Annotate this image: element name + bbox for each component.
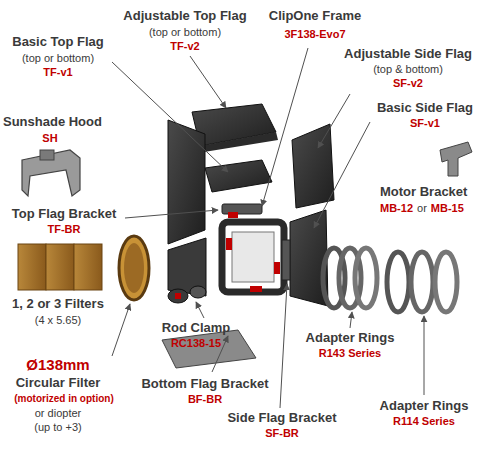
part-code: TF-v2 <box>170 40 199 53</box>
part-code: SF-BR <box>265 427 299 440</box>
part-name: Top Flag Bracket <box>12 206 117 222</box>
part-name: Adapter Rings <box>306 330 395 346</box>
part-note: (top or bottom) <box>22 52 94 65</box>
part-name: Basic Side Flag <box>377 100 473 116</box>
part-code: TF-BR <box>48 223 81 236</box>
part-code: MB-12 <box>380 202 413 215</box>
part-code: SH <box>42 132 57 145</box>
part-name: Adapter Rings <box>380 398 469 414</box>
part-code: SF-v2 <box>393 77 423 90</box>
part-name: Motor Bracket <box>380 184 467 200</box>
part-name: Basic Top Flag <box>12 34 104 50</box>
part-note: (4 x 5.65) <box>35 314 81 327</box>
part-code: 3F138-Evo7 <box>284 28 345 41</box>
part-note: (up to +3) <box>34 421 81 434</box>
part-code: TF-v1 <box>43 66 72 79</box>
part-note: (top & bottom) <box>373 63 443 76</box>
part-name: 1, 2 or 3 Filters <box>12 296 104 312</box>
part-size: Ø138mm <box>26 356 89 374</box>
part-code: R143 Series <box>319 347 381 360</box>
part-code: MB-15 <box>431 202 464 215</box>
part-name: Sunshade Hood <box>3 114 102 130</box>
part-code: BF-BR <box>188 393 222 406</box>
part-name: ClipOne Frame <box>269 8 361 24</box>
part-note: or <box>417 202 427 215</box>
part-code: RC138-15 <box>171 337 221 350</box>
part-code: R114 Series <box>393 415 455 428</box>
part-note: (motorized in option) <box>14 393 113 405</box>
part-name: Adjustable Side Flag <box>344 46 472 62</box>
part-name: Side Flag Bracket <box>227 410 336 426</box>
part-name: Bottom Flag Bracket <box>141 376 268 392</box>
part-code: SF-v1 <box>410 117 440 130</box>
part-note: (top or bottom) <box>149 26 221 39</box>
part-name: Rod Clamp <box>162 320 231 336</box>
part-name: Circular Filter <box>16 375 101 391</box>
part-name: Adjustable Top Flag <box>123 8 246 24</box>
part-note: or diopter <box>35 407 81 420</box>
